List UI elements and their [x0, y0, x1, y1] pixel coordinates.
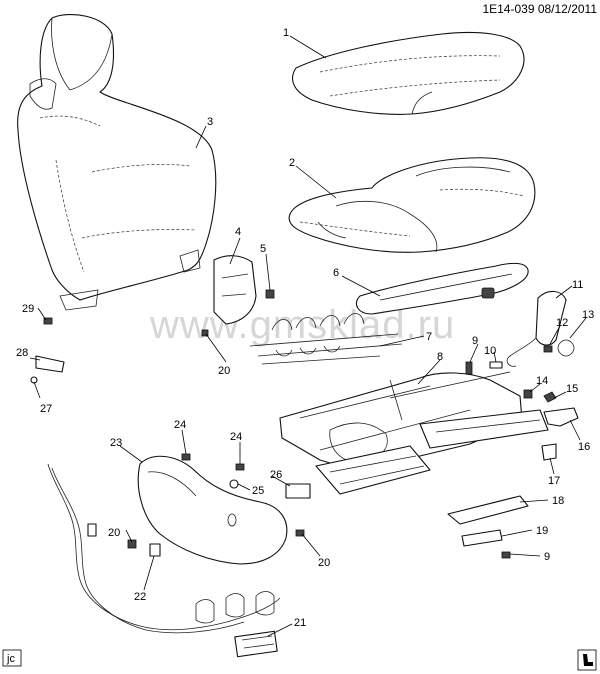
- cushion-support-part: [355, 262, 529, 315]
- bolt-5-part: [265, 289, 275, 299]
- hardware-parts: [30, 317, 579, 559]
- callout-3: 3: [207, 116, 213, 128]
- seat-icon: [577, 649, 597, 671]
- callout-7: 7: [426, 331, 432, 343]
- callout-17: 17: [548, 475, 560, 487]
- seat-back-part: [17, 14, 217, 311]
- callout-21: 21: [294, 617, 306, 629]
- callout-15: 15: [566, 383, 578, 395]
- callout-labels: 1 2 3 4 5 6 7 8 9 10 11 12 13 14 15 16 1…: [16, 27, 594, 629]
- recliner-cover-part: [213, 255, 257, 325]
- seat-cushion-cover-part: [288, 157, 536, 253]
- callout-20-upper: 20: [218, 365, 230, 377]
- callout-23: 23: [110, 437, 122, 449]
- seat-belt-buckle-part: [506, 290, 575, 367]
- seat-wiring-harness-part: [47, 463, 281, 658]
- callout-25: 25: [252, 485, 264, 497]
- seat-side-shield-part: [137, 455, 288, 565]
- callout-8: 8: [437, 351, 443, 363]
- callout-24-right: 24: [230, 431, 242, 443]
- suspension-wire-part: [249, 313, 403, 365]
- callout-2: 2: [289, 157, 295, 169]
- callout-11: 11: [572, 279, 583, 291]
- callout-29: 29: [22, 303, 34, 315]
- callout-10: 10: [484, 345, 496, 357]
- callout-27: 27: [40, 403, 52, 415]
- callout-1: 1: [283, 27, 289, 39]
- footer-tag: jc: [2, 649, 22, 667]
- callout-20-left: 20: [108, 527, 120, 539]
- callout-13: 13: [582, 309, 594, 321]
- callout-19: 19: [536, 525, 548, 537]
- callout-12: 12: [556, 317, 568, 329]
- diagram-reference: 1E14-039 08/12/2011: [482, 2, 597, 16]
- callout-4: 4: [235, 226, 241, 238]
- callout-16: 16: [578, 441, 590, 453]
- callout-22: 22: [134, 591, 146, 603]
- callout-leaders: [29, 35, 587, 637]
- callout-14: 14: [536, 375, 548, 387]
- callout-5: 5: [260, 243, 266, 255]
- seat-cushion-pad-part: [292, 32, 525, 115]
- seat-frame-part: [279, 371, 549, 495]
- watermark-text: www.gmsklad.ru: [149, 303, 455, 347]
- callout-24-left: 24: [174, 419, 186, 431]
- callout-20-right: 20: [318, 557, 330, 569]
- callout-26: 26: [270, 469, 282, 481]
- callout-28: 28: [16, 347, 28, 359]
- footer-tag-text: jc: [6, 653, 15, 665]
- callout-18: 18: [552, 495, 564, 507]
- callout-6: 6: [333, 267, 339, 279]
- callout-9-lower: 9: [544, 551, 550, 563]
- callout-9-upper: 9: [472, 335, 478, 347]
